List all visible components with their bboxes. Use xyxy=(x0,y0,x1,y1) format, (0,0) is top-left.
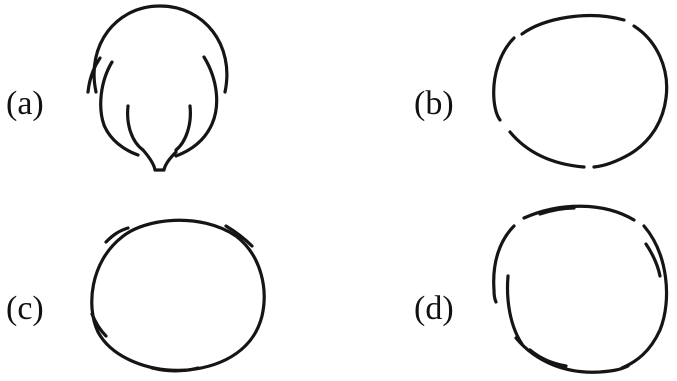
panel-d-arc-top-inner xyxy=(540,208,574,214)
panel-b-arc-bottom xyxy=(510,132,584,167)
panel-a-left-inner-arc xyxy=(101,62,138,155)
panel-a-contours xyxy=(88,6,227,170)
panel-d-arc-right xyxy=(622,226,667,368)
panel-d-arc-left-inner xyxy=(508,276,522,344)
panel-c-main-loop xyxy=(92,220,264,370)
panel-c-stroke-bottom xyxy=(152,368,198,371)
panel-label-d: (d) xyxy=(414,292,454,326)
panel-a-outer-dome xyxy=(94,6,227,92)
panel-c-contours xyxy=(92,220,264,371)
panel-d-arc-upper-left xyxy=(494,226,514,302)
panel-label-a: (a) xyxy=(6,87,44,121)
panel-b-arc-left xyxy=(494,38,514,120)
panel-d-arc-bottom xyxy=(516,338,628,372)
panel-b-contours xyxy=(494,16,667,167)
panel-b-arc-right xyxy=(594,26,667,167)
panel-b-arc-top-right xyxy=(522,16,624,34)
panel-label-c: (c) xyxy=(6,292,44,326)
panel-a-left-bump xyxy=(128,106,143,150)
panel-a-right-bump xyxy=(176,106,190,150)
panel-label-b: (b) xyxy=(414,87,454,121)
panel-c-stroke-top-right xyxy=(226,226,252,246)
panel-a-tip xyxy=(143,150,176,170)
panel-d-contours xyxy=(494,206,667,372)
